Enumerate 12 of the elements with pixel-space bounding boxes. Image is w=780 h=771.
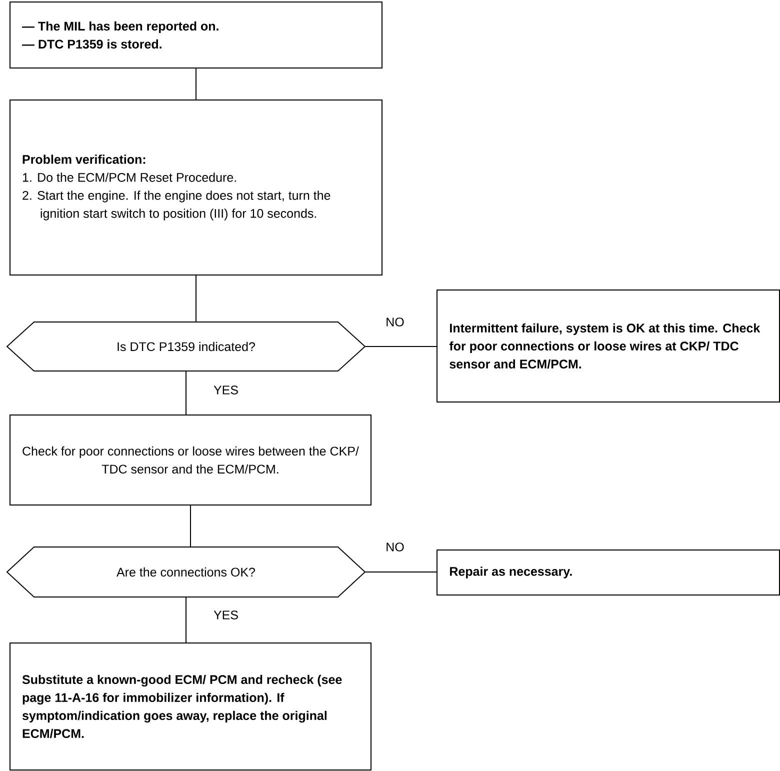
- connector-line: [364, 346, 438, 347]
- edge-label: NO: [384, 316, 406, 328]
- edge-label: YES: [212, 384, 240, 396]
- process-box: Repair as necessary.: [436, 550, 780, 596]
- edge-label: NO: [384, 542, 406, 552]
- process-box: Substitute a known-good ECM/ PCM and recheck (see page 11-A-16 for immobilizer information). If symptom/indication goes away, replace the original ECM/PCM.: [10, 642, 372, 770]
- process-box: — The MIL has been reported on. — DTC P1359 is stored.: [10, 2, 382, 68]
- process-box: Problem verification: 1. Do the ECM/PCM Reset Procedure. 2. Start the engine. If the engine does not start, turn the ignition start switch to position (III) for 10 seconds.: [10, 100, 382, 276]
- process-box: Intermittent failure, system is OK at this time. Check for poor connections or loose wires at CKP/ TDC sensor and ECM/PCM.: [436, 290, 780, 402]
- process-box: Check for poor connections or loose wires between the CKP/ TDC sensor and the ECM/PCM.: [10, 414, 372, 506]
- edge-label: YES: [212, 610, 240, 620]
- connector-line: [190, 504, 191, 548]
